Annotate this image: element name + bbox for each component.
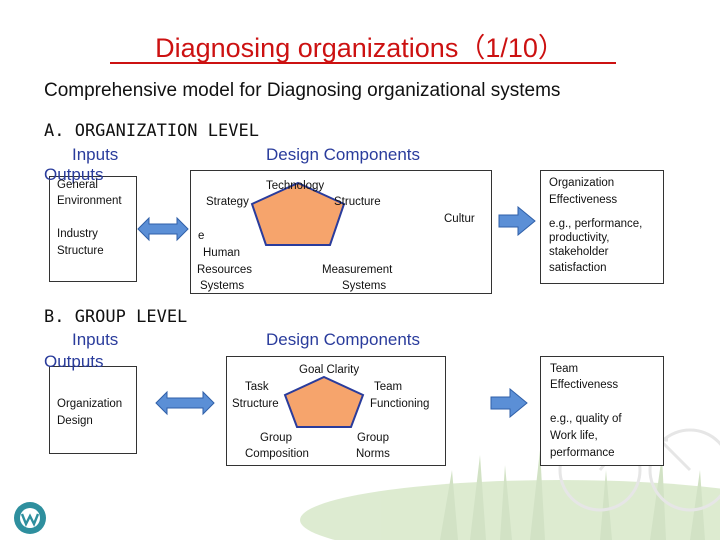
org-input-text: Environment <box>57 195 122 207</box>
right-arrow-icon <box>490 388 528 418</box>
group-component-text: Task <box>245 381 269 393</box>
page-title: Diagnosing organizations（1/10） <box>155 33 565 63</box>
org-pentagon-shape <box>250 181 346 246</box>
group-output-text: performance <box>550 447 615 459</box>
group-component-text: Functioning <box>370 398 430 410</box>
org-component-text: Cultur <box>444 213 475 225</box>
org-component-text: Systems <box>342 280 387 292</box>
double-arrow-icon <box>155 390 215 416</box>
group-design-components-label: Design Components <box>266 330 421 349</box>
org-input-text: Industry <box>57 228 98 240</box>
group-component-text: Group <box>260 432 292 444</box>
org-component-text: Systems <box>200 280 245 292</box>
org-outputs-label: Outputs <box>44 165 104 184</box>
group-output-text: Work life, <box>550 430 598 442</box>
group-output-text: e.g., quality of <box>550 413 622 425</box>
group-component-text: Goal Clarity <box>299 364 360 376</box>
org-component-text: Technology <box>266 180 325 192</box>
group-component-text: Structure <box>232 398 279 410</box>
org-output-text: productivity, <box>549 232 610 244</box>
group-pentagon-shape <box>283 375 365 428</box>
org-level-heading: A. ORGANIZATION LEVEL <box>44 121 259 141</box>
org-component-text: Measurement <box>322 264 393 276</box>
group-outputs-box <box>540 356 664 466</box>
group-input-text: Organization <box>57 398 123 410</box>
org-output-text: Organization <box>549 177 615 189</box>
group-component-text: Composition <box>245 448 309 460</box>
org-component-text: Strategy <box>206 196 249 208</box>
org-output-text: satisfaction <box>549 262 607 274</box>
group-output-text: Effectiveness <box>550 379 619 391</box>
org-component-text: Resources <box>197 264 252 276</box>
right-arrow-icon <box>498 206 536 236</box>
org-inputs-box <box>49 176 137 282</box>
group-component-text: Norms <box>356 448 390 460</box>
group-input-text: Design <box>57 415 93 427</box>
group-inputs-label: Inputs <box>72 330 119 349</box>
org-input-text: General <box>57 179 98 191</box>
page-subtitle: Comprehensive model for Diagnosing organ… <box>44 80 561 101</box>
group-output-text: Team <box>550 363 579 375</box>
logo-icon <box>14 502 46 534</box>
title-underline <box>110 62 616 64</box>
org-inputs-label: Inputs <box>72 145 119 164</box>
org-components-box <box>190 170 492 294</box>
group-inputs-box <box>49 366 137 454</box>
org-outputs-box <box>540 170 664 284</box>
group-outputs-label: Outputs <box>44 352 104 371</box>
group-level-heading: B. GROUP LEVEL <box>44 307 188 327</box>
org-input-text: Structure <box>57 245 104 257</box>
org-design-components-label: Design Components <box>266 145 421 164</box>
org-output-text: e.g., performance, <box>549 218 643 230</box>
org-component-text: Human <box>203 247 241 259</box>
org-output-text: stakeholder <box>549 246 609 258</box>
double-arrow-icon <box>137 216 189 242</box>
org-output-text: Effectiveness <box>549 194 618 206</box>
org-component-text: Structure <box>334 196 381 208</box>
group-component-text: Group <box>357 432 389 444</box>
org-component-text: e <box>198 230 205 242</box>
group-component-text: Team <box>374 381 403 393</box>
